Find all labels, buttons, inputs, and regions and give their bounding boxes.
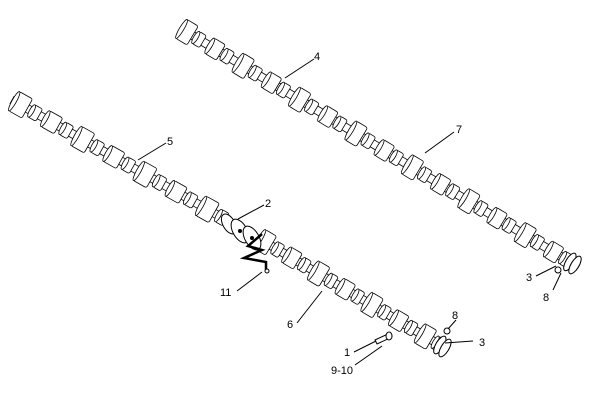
callout-6: 6 <box>287 319 293 331</box>
callout-8-lower: 8 <box>452 310 458 322</box>
callout-8-upper: 8 <box>543 292 549 304</box>
lower-camshaft-rear-section <box>253 229 452 358</box>
callout-3-upper: 3 <box>526 272 532 284</box>
bolt-upper <box>554 266 562 274</box>
dowel-pin <box>374 331 393 345</box>
callout-11: 11 <box>220 287 231 299</box>
callout-5: 5 <box>167 136 173 148</box>
callout-labels: 4 7 5 2 11 6 3 8 8 3 1 9-10 <box>167 51 549 377</box>
callout-9-10: 9-10 <box>331 365 353 377</box>
clip-bracket <box>239 233 270 274</box>
leader-lines <box>137 58 562 366</box>
callout-4: 4 <box>314 51 320 63</box>
callout-2: 2 <box>265 198 271 210</box>
coupling-flange <box>220 213 262 251</box>
bolt-lower <box>443 327 451 335</box>
upper-camshaft <box>175 19 582 275</box>
callout-7: 7 <box>456 124 462 136</box>
callout-3-lower: 3 <box>479 337 485 349</box>
lower-camshaft-front-section <box>8 91 233 227</box>
callout-1: 1 <box>344 347 350 359</box>
